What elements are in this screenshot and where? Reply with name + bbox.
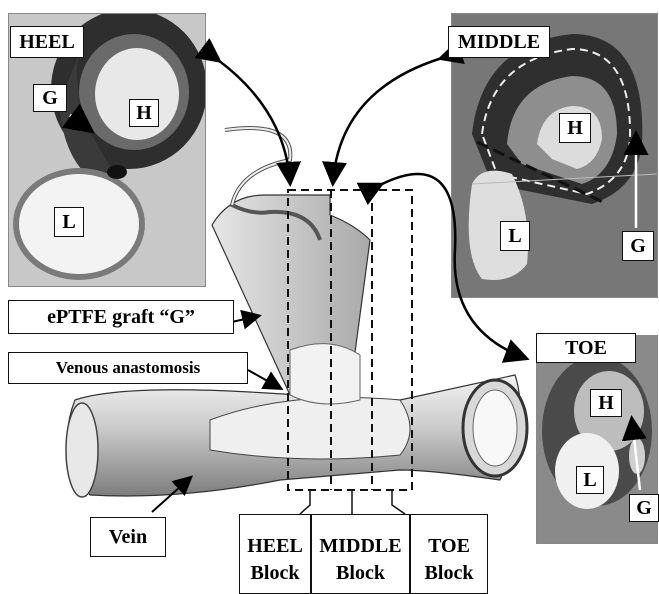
- toe-block-line1: TOE: [411, 533, 487, 560]
- anastomosis-pointer: [248, 370, 280, 388]
- middle-arrow: [333, 58, 442, 182]
- toe-g-label: G: [629, 494, 659, 522]
- graft-pointer: [232, 316, 258, 322]
- heel-h-label: H: [129, 99, 159, 127]
- heel-label: HEEL: [10, 26, 84, 58]
- middle-label: MIDDLE: [448, 26, 550, 58]
- heel-g-label: G: [33, 84, 67, 112]
- middle-block-label: MIDDLE Block: [311, 514, 410, 594]
- toe-block-label: TOE Block: [410, 514, 488, 594]
- toe-l-label: L: [576, 466, 604, 494]
- middle-block-line2: Block: [312, 560, 409, 587]
- middle-g-label: G: [622, 231, 654, 261]
- heel-block-line2: Block: [240, 560, 310, 587]
- heel-block-label: HEEL Block: [239, 514, 311, 594]
- vein-label: Vein: [90, 517, 166, 557]
- heel-block-line1: HEEL: [240, 533, 310, 560]
- heel-g-pointer: [70, 115, 90, 130]
- middle-l-label: L: [500, 221, 530, 251]
- toe-h-label: H: [590, 389, 622, 417]
- venous-anastomosis-label: Venous anastomosis: [8, 352, 248, 384]
- middle-h-label: H: [559, 113, 591, 143]
- toe-label: TOE: [536, 333, 636, 363]
- toe-block-line2: Block: [411, 560, 487, 587]
- heel-l-label: L: [54, 207, 84, 237]
- toe-g-pointer: [632, 420, 640, 490]
- eptfe-graft-label: ePTFE graft “G”: [8, 300, 234, 334]
- middle-block-line1: MIDDLE: [312, 533, 409, 560]
- toe-arrow: [380, 174, 525, 358]
